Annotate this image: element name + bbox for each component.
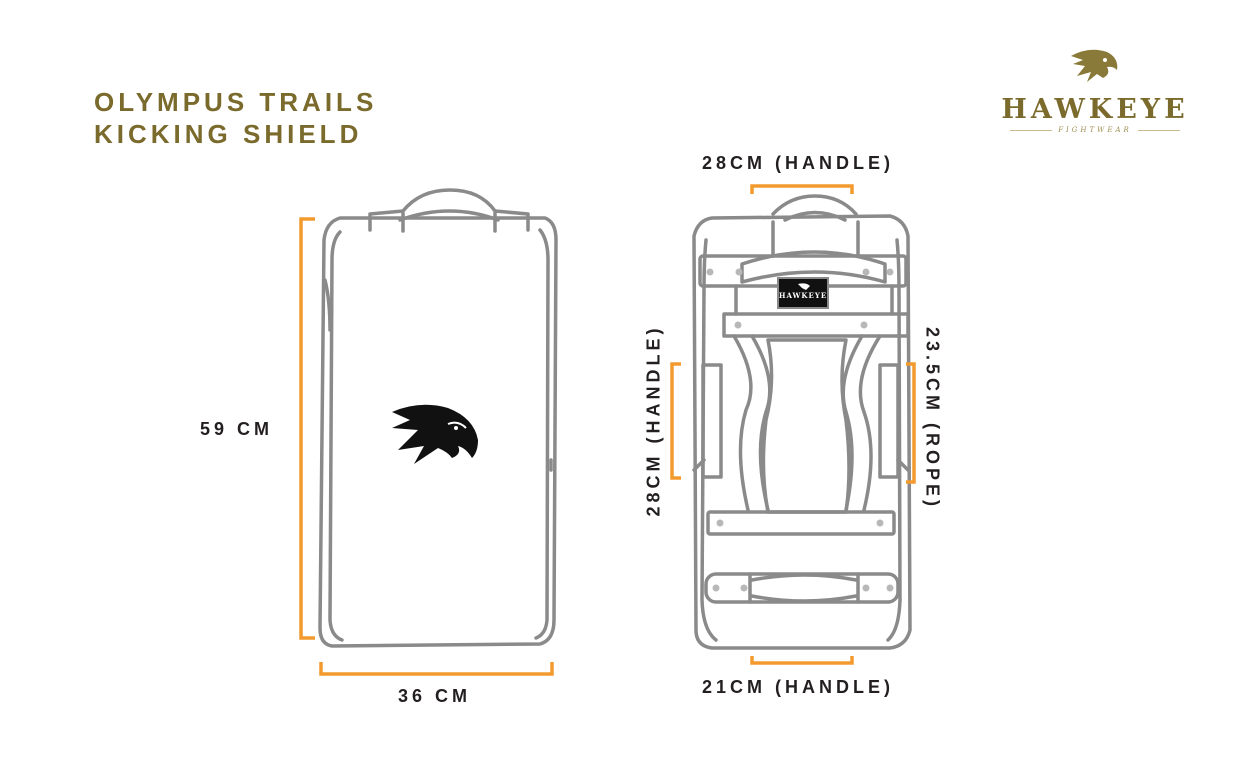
top-handle-dimension-label: 28CM (HANDLE)	[702, 153, 895, 173]
title-line-2: KICKING SHIELD	[94, 119, 363, 149]
rope-dimension-label: 23.5CM (ROPE)	[922, 326, 943, 511]
title-line-1: OLYMPUS TRAILS	[94, 87, 378, 117]
front-view	[318, 188, 558, 648]
hawk-head-icon	[1071, 49, 1118, 82]
rivets	[706, 268, 894, 592]
brand-badge: HAWKEYE	[777, 277, 829, 309]
width-dimension-label: 36 CM	[398, 686, 472, 706]
height-dimension-label: 59 CM	[200, 419, 274, 439]
back-view	[692, 194, 912, 650]
back-dimension-brackets	[670, 184, 916, 665]
front-dimension-brackets	[299, 217, 554, 676]
brand-name: HAWKEYE	[1001, 94, 1189, 125]
brand-tagline: FIGHTWEAR	[990, 126, 1200, 134]
bottom-handle-dimension-label: 21CM (HANDLE)	[702, 677, 895, 697]
side-handle-dimension-label: 28CM (HANDLE)	[643, 324, 664, 517]
badge-text: HAWKEYE	[779, 291, 827, 300]
hawk-logo-icon	[392, 404, 478, 464]
brand-logo: HAWKEYE FIGHTWEAR	[990, 48, 1200, 134]
page-title: OLYMPUS TRAILS KICKING SHIELD	[94, 86, 377, 150]
